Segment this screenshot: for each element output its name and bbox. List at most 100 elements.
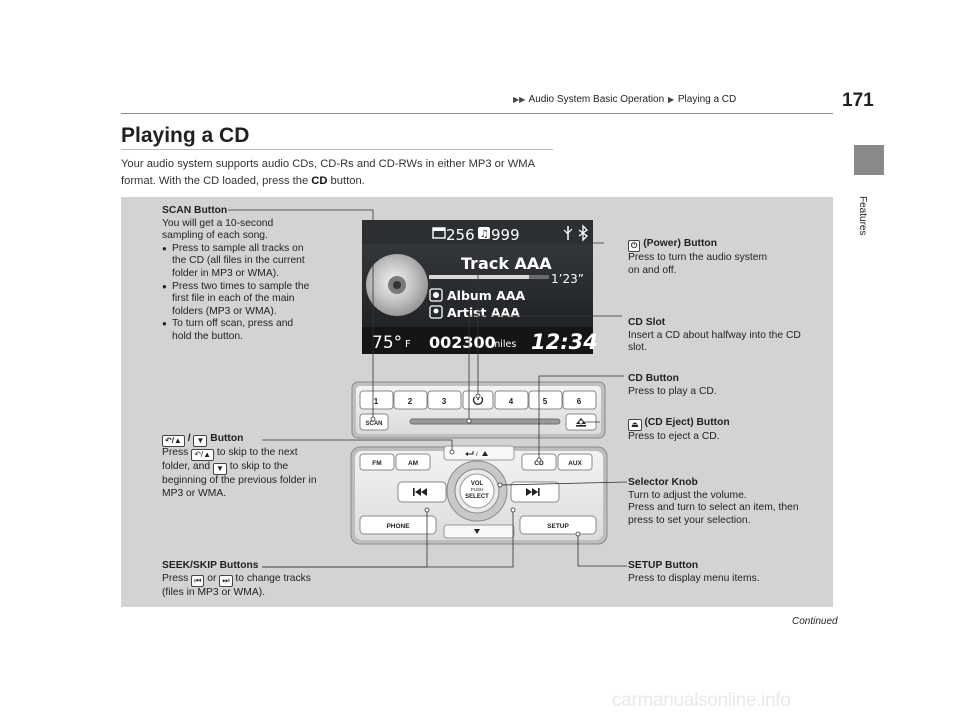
phone-button-label: PHONE: [386, 523, 410, 530]
back-up-icon: ↶/▲: [191, 449, 215, 461]
scan-button-label: SCAN: [365, 421, 382, 427]
callout-heading: ⏏ (CD Eject) Button: [628, 417, 788, 431]
down-arrow-icon: [474, 529, 480, 534]
preset-button-2[interactable]: 2: [393, 390, 428, 410]
text-or: or: [207, 572, 217, 584]
preset-2-label: 2: [408, 397, 413, 406]
skip-back-icon: ⏮: [191, 574, 205, 587]
artist-name: Artist AAA: [447, 305, 520, 320]
watermark: carmanualsonline.info: [612, 690, 791, 711]
text-part-1: to skip to the next folder, and: [162, 447, 298, 472]
track-count: 999: [491, 226, 520, 244]
callout-heading: CD Button: [628, 373, 679, 384]
aux-button-label: AUX: [568, 460, 582, 467]
breadcrumb-arrow-icon: ▶▶: [513, 95, 526, 104]
fm-button-label: FM: [372, 460, 381, 467]
text-part-2: to skip to the beginning of the previous…: [162, 461, 317, 499]
preset-button-1[interactable]: 1: [359, 390, 394, 410]
preset-4-label: 4: [509, 397, 514, 406]
clock: 12:34: [531, 330, 598, 354]
odometer-unit: miles: [491, 339, 516, 350]
seek-skip-callout: SEEK/SKIP Buttons Press ⏮ or ⏭ to change…: [162, 560, 322, 599]
callout-text: Turn to adjust the volume.: [628, 489, 747, 501]
setup-button[interactable]: SETUP: [519, 515, 597, 535]
intro-text: Your audio system supports audio CDs, CD…: [121, 158, 535, 187]
fm-button[interactable]: FM: [359, 453, 395, 471]
callout-heading: Selector Knob: [628, 477, 698, 488]
page-number: 171: [842, 90, 874, 111]
heading-suffix: Button: [210, 433, 244, 444]
scan-button-callout: SCAN Button You will get a 10-second sam…: [162, 205, 312, 344]
list-item: To turn off scan, press and hold the but…: [162, 318, 312, 343]
continued-label: Continued: [792, 616, 838, 627]
callout-text: Press ⏮ or ⏭ to change tracks (files in …: [162, 573, 322, 600]
callout-text: Press to play a CD.: [628, 385, 717, 397]
scan-button[interactable]: SCAN: [359, 413, 389, 431]
page-title: Playing a CD: [121, 124, 250, 147]
callout-heading: CD Slot: [628, 317, 666, 328]
preset-panel: 1 2 3 4 5 6 SCAN: [351, 381, 606, 439]
display-status-bar: [362, 220, 593, 244]
intro-text-end: button.: [327, 175, 365, 187]
folder-up-button[interactable]: /: [443, 445, 515, 461]
down-arrow-icon: ▼: [193, 435, 208, 447]
aux-button[interactable]: AUX: [557, 453, 593, 471]
back-up-icon: /: [465, 451, 488, 458]
preset-button-4[interactable]: 4: [494, 390, 529, 410]
am-button[interactable]: AM: [395, 453, 431, 471]
display-bezel: [362, 220, 593, 354]
intro-cd-button-name: CD: [311, 175, 328, 187]
knob-select-label: SELECT: [465, 494, 489, 500]
folder-down-button[interactable]: [443, 524, 515, 539]
temperature-unit: F: [405, 339, 411, 350]
breadcrumb-section[interactable]: Audio System Basic Operation: [528, 94, 665, 105]
preset-button-6[interactable]: 6: [562, 390, 597, 410]
list-item: Press two times to sample the first file…: [162, 281, 312, 319]
callout-heading: ↶/▲ / ▼ Button: [162, 433, 322, 447]
callout-text: Press to turn the audio system on and of…: [628, 252, 768, 276]
leader-lines: [228, 209, 628, 568]
preset-button-5[interactable]: 5: [528, 390, 563, 410]
album-icon: [429, 288, 443, 302]
callout-heading: ⏻ (Power) Button: [628, 238, 778, 252]
cd-disc-icon: [366, 254, 428, 316]
seek-forward-button[interactable]: [510, 481, 560, 503]
preset-1-label: 1: [374, 397, 379, 406]
callout-text: Insert a CD about halfway into the CD sl…: [628, 329, 801, 354]
leader-dots: [370, 393, 584, 537]
callout-heading: SCAN Button: [162, 205, 228, 216]
skip-forward-icon: ⏭: [219, 574, 233, 587]
seek-back-button[interactable]: [397, 481, 447, 503]
callout-text: Press ↶/▲ to skip to the next folder, an…: [162, 447, 322, 500]
selector-knob-callout: Selector Knob Turn to adjust the volume.…: [628, 477, 803, 527]
selector-knob[interactable]: VOL PUSH SELECT: [446, 460, 508, 522]
cd-button-callout: CD Button Press to play a CD.: [628, 373, 788, 398]
elapsed-time: 1’23”: [551, 272, 584, 286]
callout-heading: SETUP Button: [628, 560, 699, 571]
callout-text: You will get a 10-second sampling of eac…: [162, 217, 274, 242]
eject-button-callout: ⏏ (CD Eject) Button Press to eject a CD.: [628, 417, 788, 444]
chapter-tab-marker: [854, 145, 884, 175]
breadcrumb: ▶▶ Audio System Basic Operation ▶ Playin…: [512, 94, 736, 105]
phone-button[interactable]: PHONE: [359, 515, 437, 535]
eject-icon: ⏏: [628, 419, 642, 431]
power-button[interactable]: [462, 390, 494, 410]
back-up-icon: ↶/▲: [162, 435, 185, 447]
callout-bullet-list: Press to sample all tracks on the CD (al…: [162, 243, 312, 344]
heading-text: (Power) Button: [643, 238, 717, 249]
intro-paragraph: Your audio system supports audio CDs, CD…: [121, 156, 561, 190]
progress-fill: [429, 275, 529, 279]
artist-icon: [429, 305, 443, 319]
display-info-bar: [362, 327, 593, 354]
callout-heading: SEEK/SKIP Buttons: [162, 560, 259, 571]
preset-6-label: 6: [577, 397, 582, 406]
preset-button-3[interactable]: 3: [427, 390, 462, 410]
outside-temperature: 75°: [372, 333, 402, 353]
control-panel: FM AM / CD AUX VOL PUSH SELECT: [350, 445, 608, 545]
usb-icon: [563, 226, 573, 240]
setup-button-callout: SETUP Button Press to display menu items…: [628, 560, 803, 585]
cd-slot[interactable]: [409, 418, 561, 425]
text-press: Press: [162, 572, 189, 584]
am-button-label: AM: [408, 460, 418, 467]
track-title: Track AAA: [461, 254, 552, 273]
